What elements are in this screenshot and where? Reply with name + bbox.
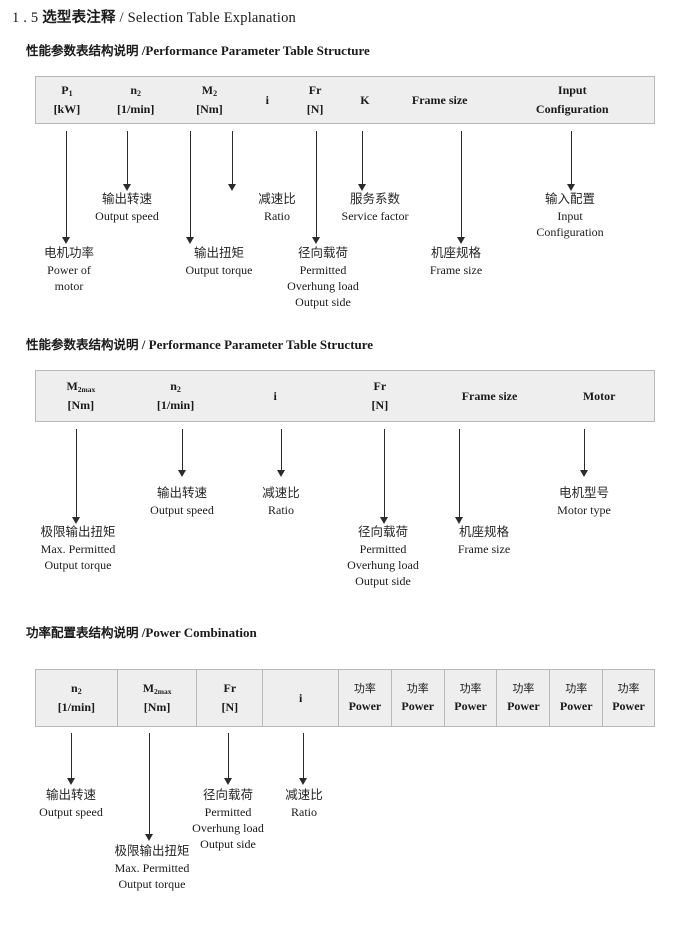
annotation-frame-size: 机座规格 Frame size [429,245,483,277]
table-2-col-frame-size: Frame size [461,388,518,403]
arrow-down-icon [123,131,132,191]
section-1-heading-cn: 性能参数表结构说明 [26,43,139,58]
arrow-down-icon [455,429,464,524]
table-3-col-power-2: 功率 Power [392,670,445,726]
page-title-en: Selection Table Explanation [127,10,296,26]
arrow-down-icon [580,429,589,477]
section-3-heading: 功率配置表结构说明 /Power Combination [26,622,257,641]
annotation-input-configuration: 输入配置 Input Configuration [536,191,604,240]
annotation-power-of-motor: 电机功率 Power of motor [43,245,95,294]
arrow-down-icon [228,131,237,191]
arrow-down-icon [567,131,576,191]
title-separator: / [119,10,124,26]
arrow-down-icon [299,733,308,785]
arrow-down-icon [145,733,154,841]
page-title: 1 . 5 选型表注释 / Selection Table Explanatio… [12,6,296,27]
table-1-col-fr: Fr [N] [306,83,324,116]
table-3-col-m2max: M2max [Nm] [118,670,198,726]
annotation-output-torque: 输出扭矩 Output torque [185,245,253,277]
arrow-down-icon [457,131,466,244]
table-2-col-n2: n2 [1/min] [156,379,195,412]
table-3-col-power-6: 功率 Power [612,682,645,714]
annotation-max-permitted-output-torque: 极限输出扭矩 Max. Permitted Output torque [114,843,190,892]
table-1-col-i: i [265,92,269,107]
section-2-heading: 性能参数表结构说明 / Performance Parameter Table … [26,334,373,353]
annotation-max-permitted-output-torque: 极限输出扭矩 Max. Permitted Output torque [40,524,116,573]
table-1-col-k: K [360,92,370,107]
arrow-down-icon [224,733,233,785]
arrow-down-icon [380,429,389,524]
table-2-col-fr: Fr [N] [371,379,389,412]
arrow-down-icon [67,733,76,785]
annotation-output-speed: 输出转速 Output speed [150,485,214,517]
section-2-heading-sep: / [141,337,146,352]
arrow-down-icon [186,131,195,244]
annotation-motor-type: 电机型号 Motor type [557,485,611,517]
page-title-cn: 选型表注释 [42,10,116,26]
arrow-down-icon [277,429,286,477]
table-3-col-power-3: 功率 Power [445,670,498,726]
table-2-col-i: i [273,388,277,403]
section-1-heading-sep: / [141,43,146,58]
performance-parameter-table-1: P1 [kW] n2 [1/min] M2 [Nm] i Fr [N] K Fr… [35,76,655,124]
table-2-col-m2max: M2max [Nm] [66,379,96,412]
table-1-col-m2: M2 [Nm] [196,83,223,116]
table-1-col-input-configuration: Input Configuration [535,83,609,116]
annotation-output-speed: 输出转速 Output speed [95,191,159,223]
annotation-permitted-overhung-load: 径向载荷 Permitted Overhung load Output side [347,524,419,589]
section-1-heading-en: Performance Parameter Table Structure [145,43,370,58]
arrow-down-icon [62,131,71,244]
table-3-col-n2: n2 [1/min] [36,670,118,726]
table-1-col-frame-size: Frame size [411,92,468,107]
section-2-heading-en: Performance Parameter Table Structure [148,337,374,352]
table-1-col-p1: P1 [kW] [53,83,81,116]
annotation-frame-size: 机座规格 Frame size [457,524,511,556]
section-3-heading-sep: / [141,625,146,640]
arrow-down-icon [72,429,81,524]
table-3-col-power-5: 功率 Power [550,670,604,726]
annotation-output-speed: 输出转速 Output speed [39,787,103,819]
annotation-permitted-overhung-load: 径向载荷 Permitted Overhung load Output side [287,245,359,310]
annotation-ratio: 减速比 Ratio [285,787,323,819]
annotation-ratio: 减速比 Ratio [262,485,300,517]
performance-parameter-table-2: M2max [Nm] n2 [1/min] i Fr [N] Frame siz… [35,370,655,422]
annotation-permitted-overhung-load: 径向载荷 Permitted Overhung load Output side [192,787,264,852]
arrow-down-icon [178,429,187,477]
arrow-down-icon [358,131,367,191]
table-3-col-i: i [263,670,339,726]
annotation-ratio: 减速比 Ratio [258,191,296,223]
table-2-col-motor: Motor [582,388,616,403]
table-3-col-fr: Fr [N] [197,670,264,726]
table-1-col-n2: n2 [1/min] [117,83,155,116]
annotation-service-factor: 服务系数 Service factor [341,191,409,223]
section-3-heading-cn: 功率配置表结构说明 [26,625,139,640]
table-3-col-power-4: 功率 Power [497,670,551,726]
section-1-heading: 性能参数表结构说明 /Performance Parameter Table S… [26,40,370,59]
section-number: 1 . 5 [12,10,39,26]
section-3-heading-en: Power Combination [145,625,257,640]
arrow-down-icon [312,131,321,244]
section-2-heading-cn: 性能参数表结构说明 [26,337,139,352]
power-combination-table: n2 [1/min] M2max [Nm] Fr [N] i 功率 Power … [35,669,655,727]
table-3-col-power-1: 功率 Power [339,670,392,726]
